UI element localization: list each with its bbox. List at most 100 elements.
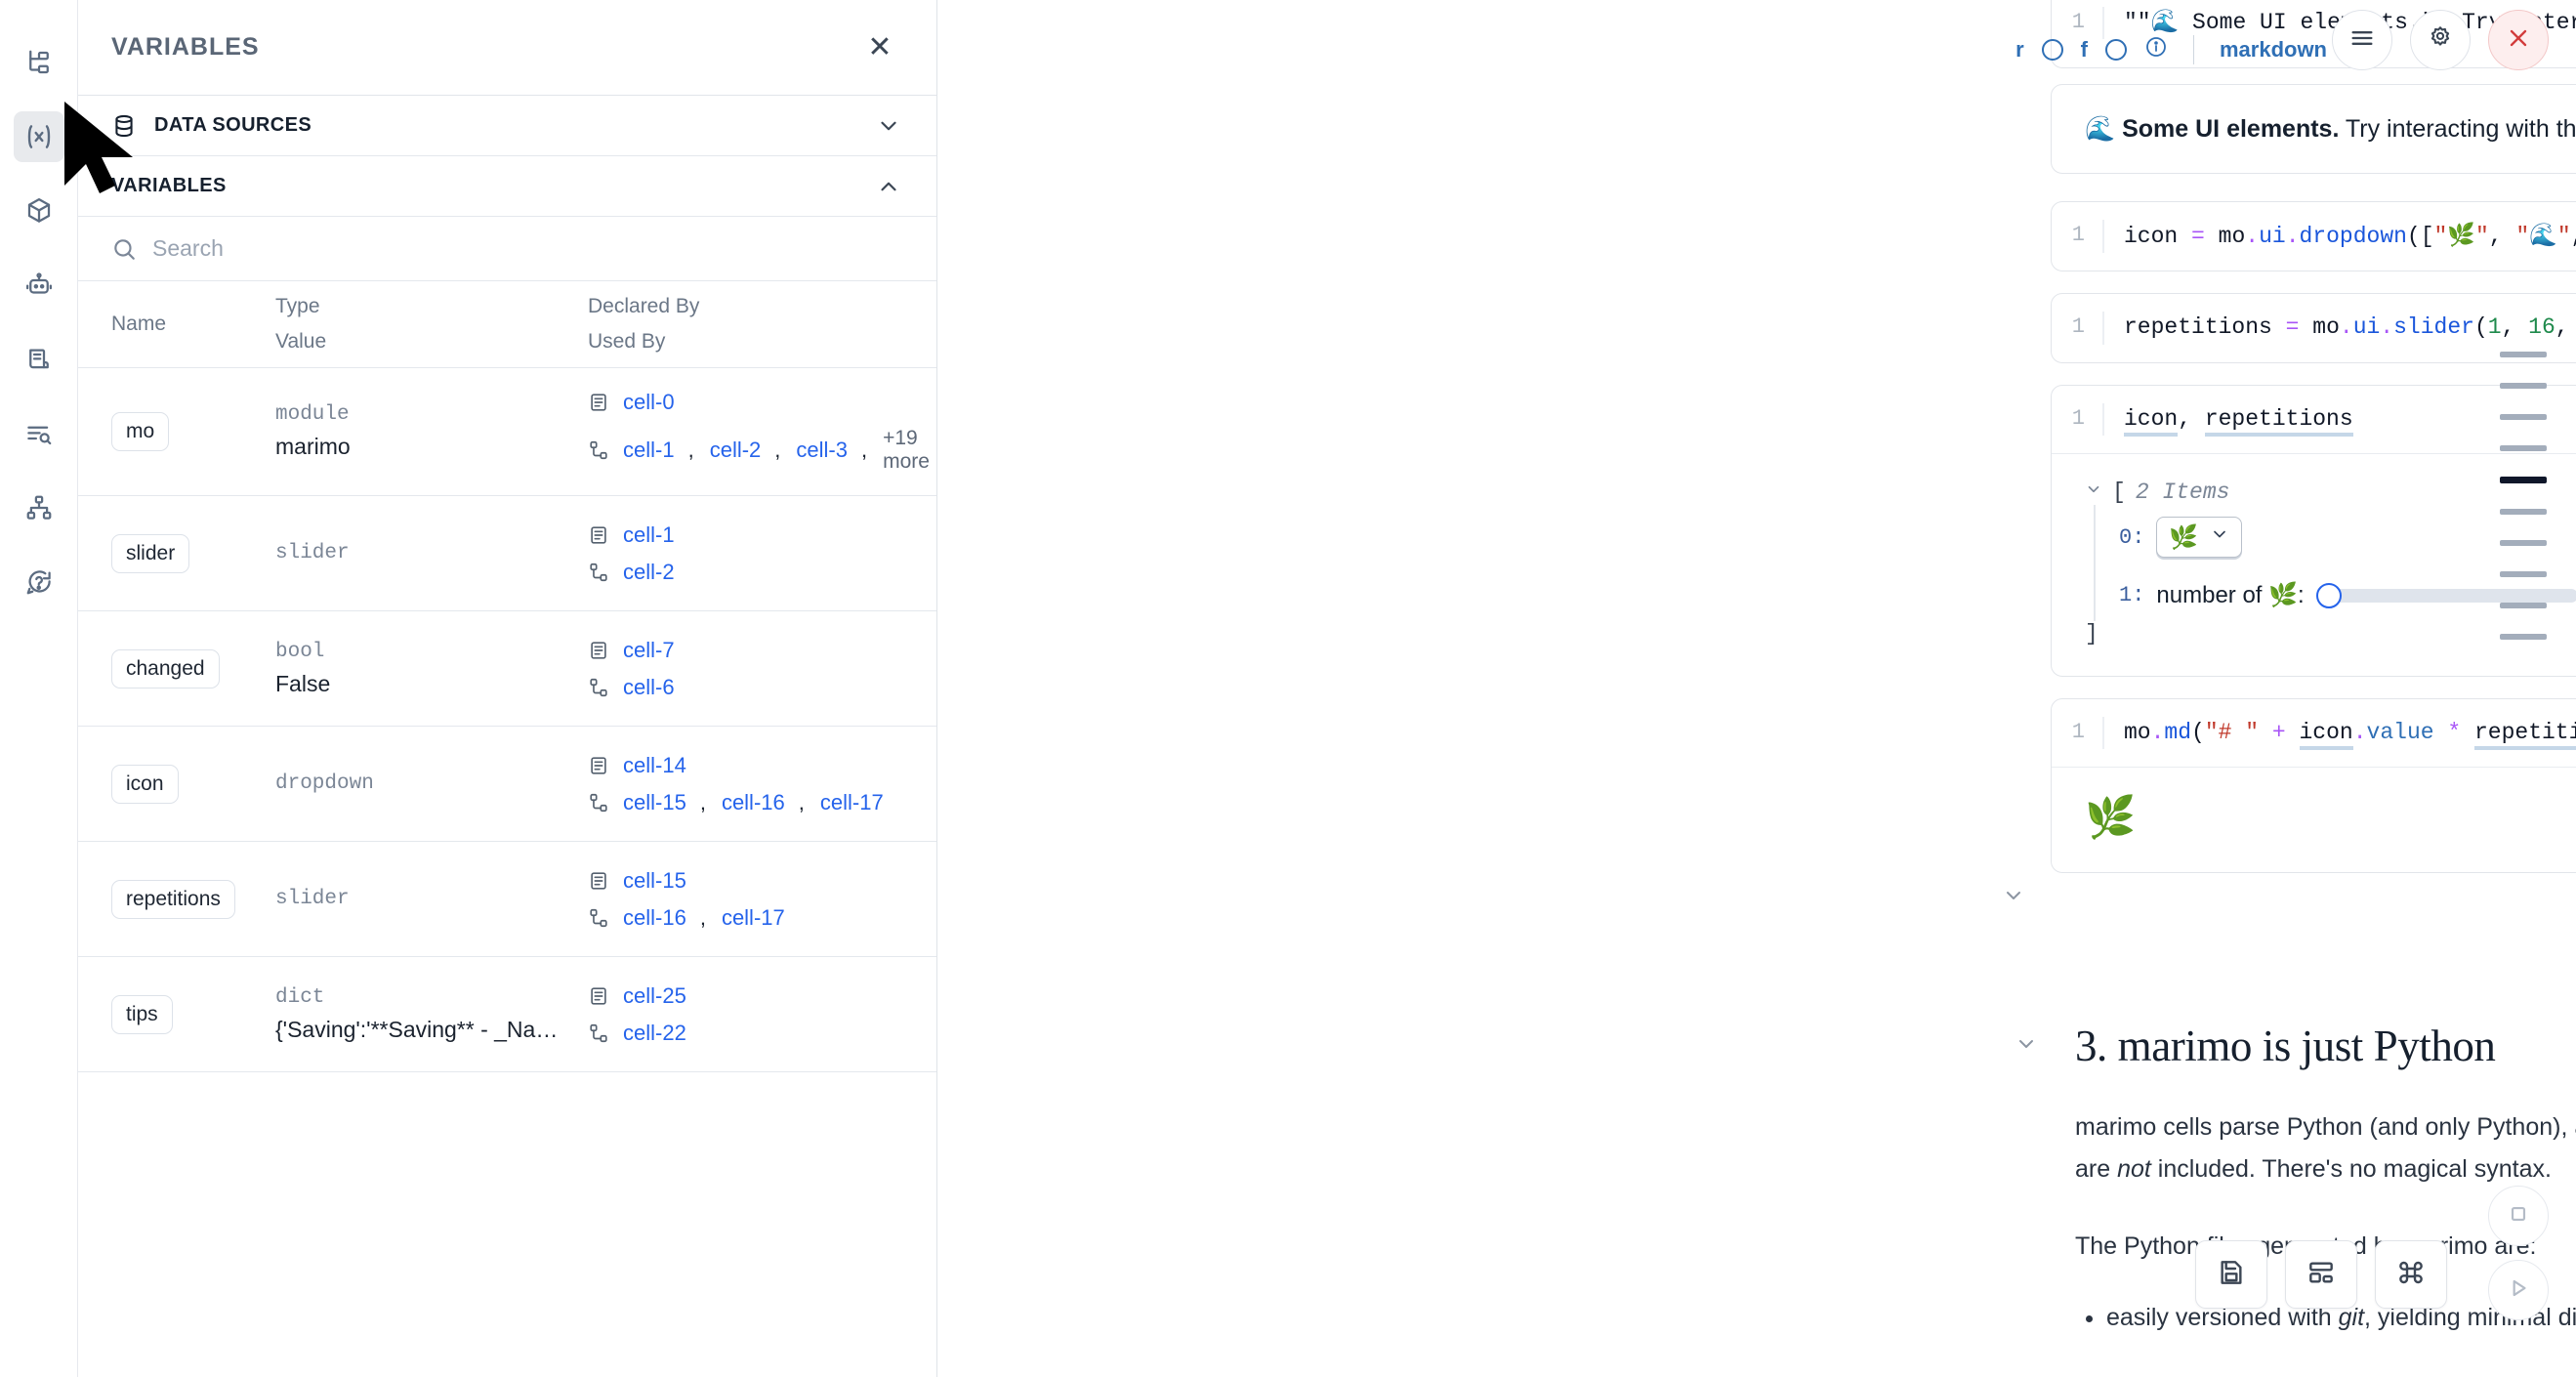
column-header-declared-by: Declared By (588, 295, 700, 317)
output-tree-header[interactable]: [ 2 Items (2085, 480, 2576, 505)
variable-refs-cell: cell-1 cell-2 (588, 522, 917, 585)
declared-by-cell-link[interactable]: cell-25 (623, 982, 686, 1008)
section-data-sources[interactable]: DATA SOURCES (78, 96, 936, 156)
save-button[interactable] (2195, 1240, 2267, 1309)
cell-display[interactable]: 1 icon, repetitions [ 2 Items (2051, 384, 2576, 678)
cell-language-label[interactable]: markdown (2219, 37, 2327, 62)
collapse-section-chevron-icon[interactable] (2015, 1032, 2038, 1056)
cell-markdown-output[interactable]: 🌊 Some UI elements. Try interacting with… (2051, 84, 2576, 174)
sidebar-item-ai-assistant[interactable] (14, 260, 64, 311)
code-editor-md[interactable]: mo.md("# " + icon.value * repetitions.va… (2102, 717, 2576, 751)
chevron-down-icon[interactable] (2085, 480, 2102, 505)
used-by-cell-link[interactable]: cell-15 (623, 789, 686, 814)
sidebar-item-dependency-graph[interactable] (14, 482, 64, 533)
used-by-cell-link[interactable]: cell-17 (721, 904, 785, 930)
cell-md[interactable]: 1 mo.md("# " + icon.value * repetitions.… (2051, 698, 2576, 873)
variables-icon (23, 121, 55, 152)
minimap-cell-marker[interactable] (2500, 509, 2547, 515)
chevron-down-icon[interactable] (876, 113, 901, 139)
stop-button[interactable] (2488, 1186, 2549, 1246)
variable-type-value-cell: dropdown (275, 772, 588, 795)
sidebar-item-logs[interactable] (14, 408, 64, 459)
declared-by-cell-link[interactable]: cell-7 (623, 637, 675, 662)
collapse-output-chevron-icon[interactable] (2002, 884, 2025, 907)
command-palette-button[interactable] (2375, 1240, 2447, 1309)
declared-by-cell-link[interactable]: cell-15 (623, 867, 686, 893)
save-icon (2216, 1257, 2247, 1293)
notebook-area: 1 ""🌊 Some UI elements."" Try interactin… (937, 0, 2576, 1377)
section-variables[interactable]: VARIABLES (78, 156, 936, 217)
minimap-cell-marker[interactable] (2500, 603, 2547, 608)
stop-icon (2506, 1201, 2531, 1231)
minimap-cell-marker[interactable] (2500, 477, 2547, 483)
run-controls (2488, 1186, 2549, 1320)
minimap-cell-marker[interactable] (2500, 445, 2547, 451)
variable-name-pill[interactable]: slider (111, 533, 190, 573)
variable-name-pill[interactable]: repetitions (111, 879, 235, 919)
output-tree-items: 0: 🌿 1: number of 🌿: (2094, 505, 2576, 622)
sidebar-item-file-explorer[interactable] (14, 37, 64, 88)
sidebar-item-help[interactable] (14, 557, 64, 607)
section-heading: 3. marimo is just Python (2075, 1022, 2496, 1070)
variable-type: module (275, 403, 350, 426)
chevron-up-icon[interactable] (876, 174, 901, 199)
minimap-cell-marker[interactable] (2500, 383, 2547, 389)
declared-by-cell-link[interactable]: cell-14 (623, 752, 686, 777)
code-editor-dropdown[interactable]: icon = mo.ui.dropdown(["🌿", "🌊", "✨"], v… (2102, 220, 2576, 254)
r-toggle-icon[interactable] (2041, 39, 2063, 61)
variable-name-pill[interactable]: mo (111, 412, 170, 451)
search-input[interactable] (152, 235, 903, 262)
clipped-cell-top[interactable]: 1 ""🌊 Some UI elements."" Try interactin… (2051, 0, 2576, 68)
slider-track[interactable] (2333, 588, 2576, 603)
dropdown-input[interactable]: 🌿 (2156, 517, 2243, 559)
sidebar-item-packages[interactable] (14, 186, 64, 236)
output-tree: [ 2 Items 0: 🌿 (2085, 480, 2576, 647)
variable-name-pill[interactable]: changed (111, 648, 220, 688)
variable-name-pill[interactable]: tips (111, 994, 173, 1034)
used-by-cell-link[interactable]: cell-22 (623, 1020, 686, 1045)
cell-dropdown[interactable]: 1 icon = mo.ui.dropdown(["🌿", "🌊", "✨"],… (2051, 201, 2576, 272)
bracket-close: ] (2085, 621, 2098, 647)
minimap-cell-marker[interactable] (2500, 634, 2547, 640)
used-by-cell-link[interactable]: cell-3 (796, 438, 848, 462)
minimap-cell-marker[interactable] (2500, 352, 2547, 357)
used-by-cell-link[interactable]: cell-17 (819, 789, 884, 814)
used-by-cell-link[interactable]: cell-2 (623, 559, 675, 584)
dropdown-selected-value: 🌿 (2169, 523, 2199, 552)
cell-slider[interactable]: 1 repetitions = mo.ui.slider(1, 16, labe… (2051, 293, 2576, 363)
markdown-rest-text: Try interacting with the below elements. (2345, 115, 2576, 143)
used-by-more-label[interactable]: +19 more (883, 427, 930, 473)
used-by-cell-link[interactable]: cell-2 (709, 438, 762, 462)
slider-input[interactable] (2315, 582, 2576, 608)
f-toggle-icon[interactable] (2104, 39, 2127, 61)
cell-delete-button[interactable] (2488, 10, 2549, 70)
used-by-cell-link[interactable]: cell-16 (623, 904, 686, 930)
declared-by-cell-link[interactable]: cell-1 (623, 522, 675, 547)
notebook-minimap[interactable] (2500, 352, 2547, 640)
sidebar-item-variables[interactable] (13, 111, 64, 162)
used-by-cell-link[interactable]: cell-1 (623, 438, 675, 462)
layout-button[interactable] (2285, 1240, 2357, 1309)
code-editor-display[interactable]: icon, repetitions (2102, 402, 2576, 437)
close-icon[interactable]: ✕ (867, 30, 893, 63)
minimap-cell-marker[interactable] (2500, 571, 2547, 577)
minimap-cell-marker[interactable] (2500, 414, 2547, 420)
variable-name-pill[interactable]: icon (111, 764, 179, 804)
cell-menu-button[interactable] (2332, 10, 2392, 70)
declared-by-cell-link[interactable]: cell-0 (623, 390, 675, 414)
used-by-cell-link[interactable]: cell-16 (721, 789, 785, 814)
info-icon[interactable] (2144, 35, 2168, 64)
slider-knob[interactable] (2315, 582, 2342, 608)
code-editor-slider[interactable]: repetitions = mo.ui.slider(1, 16, label=… (2102, 312, 2576, 345)
minimap-cell-marker[interactable] (2500, 540, 2547, 546)
sidebar-item-notebook-docs[interactable] (14, 334, 64, 385)
run-button[interactable] (2488, 1260, 2549, 1320)
used-by-cell-link[interactable]: cell-6 (623, 674, 675, 699)
cell-settings-button[interactable] (2410, 10, 2471, 70)
